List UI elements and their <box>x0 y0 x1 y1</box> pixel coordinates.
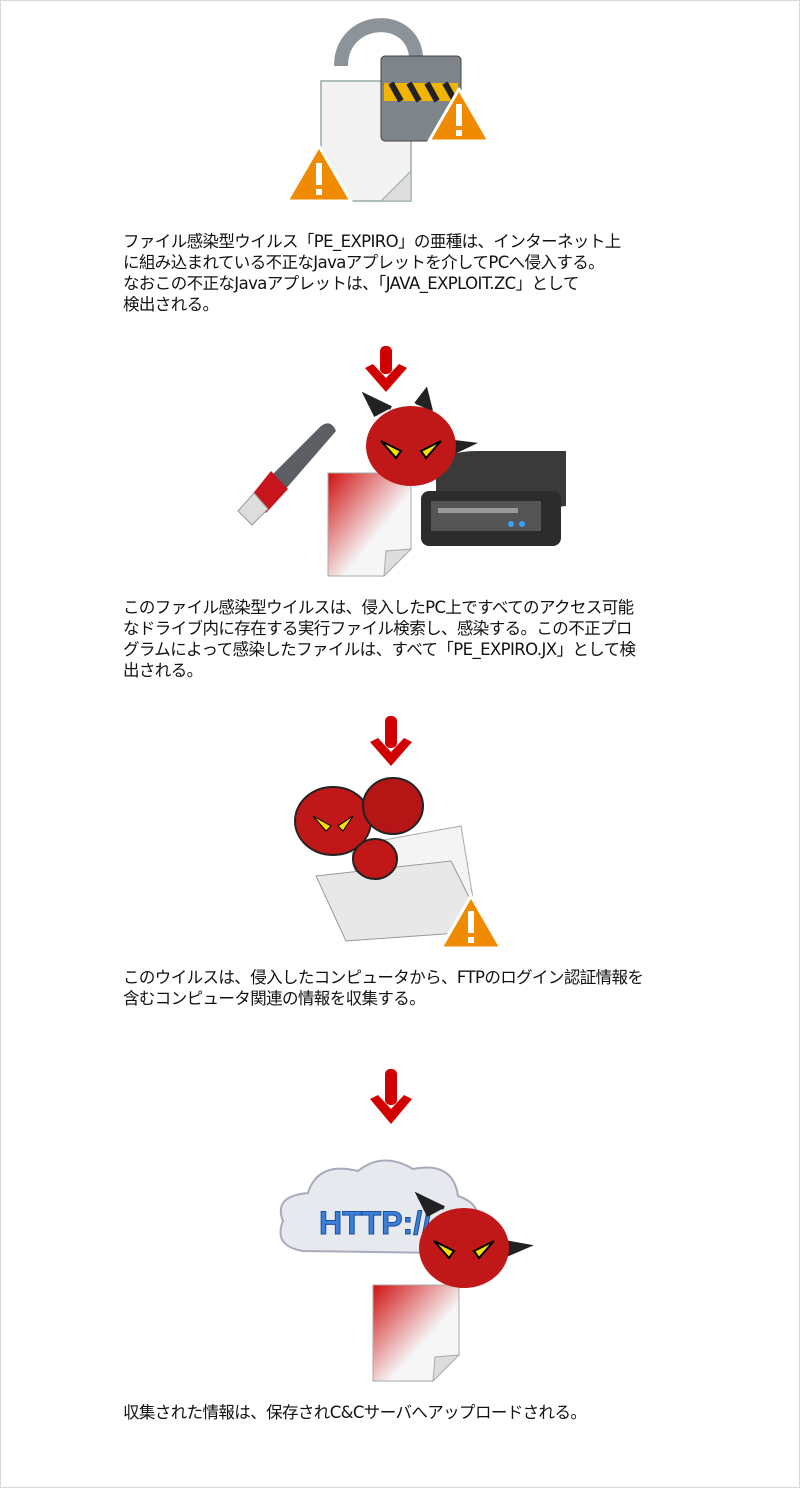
step-2-description: このファイル感染型ウイルスは、侵入したPC上ですべてのアクセス可能 なドライブ内… <box>123 597 636 681</box>
text-line: このウイルスは、侵入したコンピュータから、FTPのログイン認証情報を <box>123 968 644 987</box>
text-line: に組み込まれている不正なJavaアプレットを介してPCへ侵入する。 <box>123 253 605 272</box>
http-label: HTTP:// <box>319 1205 432 1242</box>
step-4-description: 収集された情報は、保存されC&Cサーバへアップロードされる。 <box>123 1402 587 1423</box>
text-line: 出される。 <box>123 661 203 680</box>
hard-drive-icon <box>421 451 566 546</box>
virus-devils-group-icon <box>294 777 424 880</box>
open-lock-document-illustration <box>285 18 491 203</box>
virus-devil-icon <box>414 1191 534 1288</box>
text-line: グラムによって感染したファイルは、すべて「PE_EXPIRO.JX」として検 <box>123 640 636 659</box>
text-line: なおこの不正なJavaアプレットは、「JAVA_EXPLOIT.ZC」として <box>123 274 579 293</box>
text-line: 検出される。 <box>123 295 219 314</box>
text-line: ファイル感染型ウイルス「PE_EXPIRO」の亜種は、インターネット上 <box>123 232 621 251</box>
warning-icon <box>439 894 503 950</box>
infected-document-icon <box>372 1284 461 1383</box>
usb-drive-icon <box>237 423 336 526</box>
warning-icon <box>285 144 353 203</box>
lock-shackle-icon <box>334 18 423 71</box>
down-arrow-icon <box>370 1069 412 1124</box>
step-3-description: このウイルスは、侵入したコンピュータから、FTPのログイン認証情報を 含むコンピ… <box>123 967 644 1009</box>
infected-document-icon <box>327 472 413 578</box>
down-arrow-icon <box>370 716 412 766</box>
down-arrow-icon <box>365 346 407 392</box>
text-line: 含むコンピュータ関連の情報を収集する。 <box>123 989 426 1008</box>
text-line: なドライブ内に存在する実行ファイル検索し、感染する。この不正プロ <box>123 619 632 638</box>
warning-icon <box>427 87 491 143</box>
text-line: このファイル感染型ウイルスは、侵入したPC上ですべてのアクセス可能 <box>123 598 634 617</box>
text-line: 収集された情報は、保存されC&Cサーバへアップロードされる。 <box>123 1403 587 1422</box>
virus-devil-icon <box>361 386 479 486</box>
step-1-description: ファイル感染型ウイルス「PE_EXPIRO」の亜種は、インターネット上 に組み込… <box>123 231 621 315</box>
